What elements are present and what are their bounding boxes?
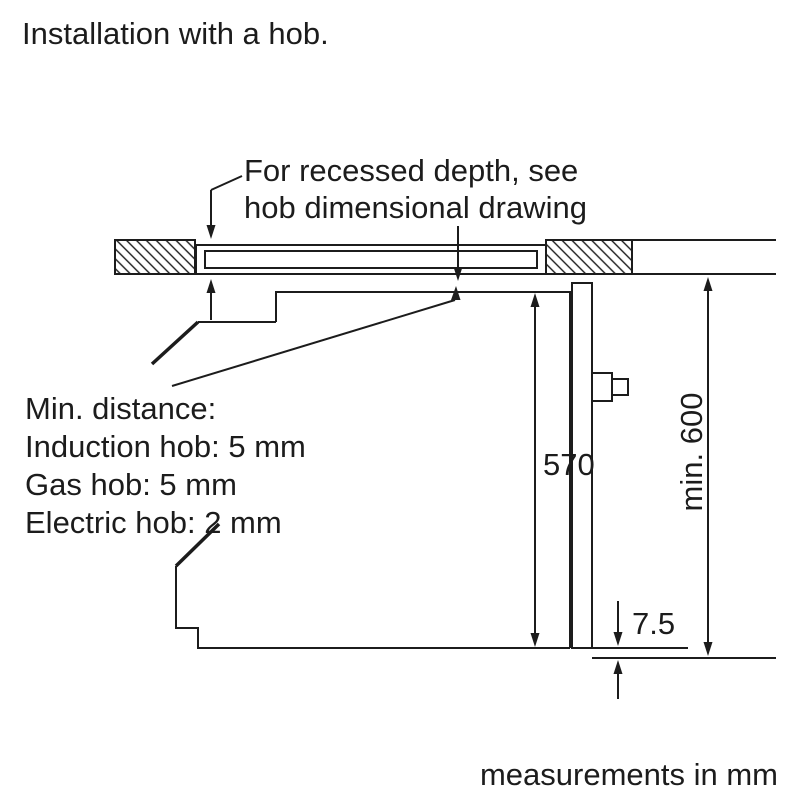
min-gap-up-arrow xyxy=(206,279,216,320)
dim-7-5-label: 7.5 xyxy=(632,606,676,641)
page-title: Installation with a hob. xyxy=(22,16,329,51)
dim-7-5-arrows xyxy=(592,601,776,699)
recessed-depth-arrow xyxy=(453,226,463,281)
oven-control-knob xyxy=(591,372,629,402)
oven-front-panel xyxy=(571,282,593,649)
min-distance-note: Min. distance: Induction hob: 5 mm Gas h… xyxy=(25,390,306,542)
dim-min600-arrow xyxy=(703,277,713,656)
worktop-section xyxy=(114,239,776,275)
min-distance-gas: Gas hob: 5 mm xyxy=(25,467,237,502)
dim-570-arrow xyxy=(530,293,540,647)
recessed-depth-note-line2: hob dimensional drawing xyxy=(244,190,587,225)
min-distance-pointer-arrow xyxy=(171,286,461,387)
measurements-unit-note: measurements in mm xyxy=(479,757,778,792)
min-distance-induction: Induction hob: 5 mm xyxy=(25,429,306,464)
min-distance-heading: Min. distance: xyxy=(25,391,217,426)
note-pointer-arrow xyxy=(206,175,243,239)
hob-cross-section xyxy=(195,244,547,275)
oven-outline xyxy=(150,291,571,649)
recessed-depth-note-line1: For recessed depth, see xyxy=(244,153,579,188)
min-distance-electric: Electric hob: 2 mm xyxy=(25,505,282,540)
dim-min600-label: min. 600 xyxy=(674,392,709,512)
dim-570-label: 570 xyxy=(543,447,595,482)
